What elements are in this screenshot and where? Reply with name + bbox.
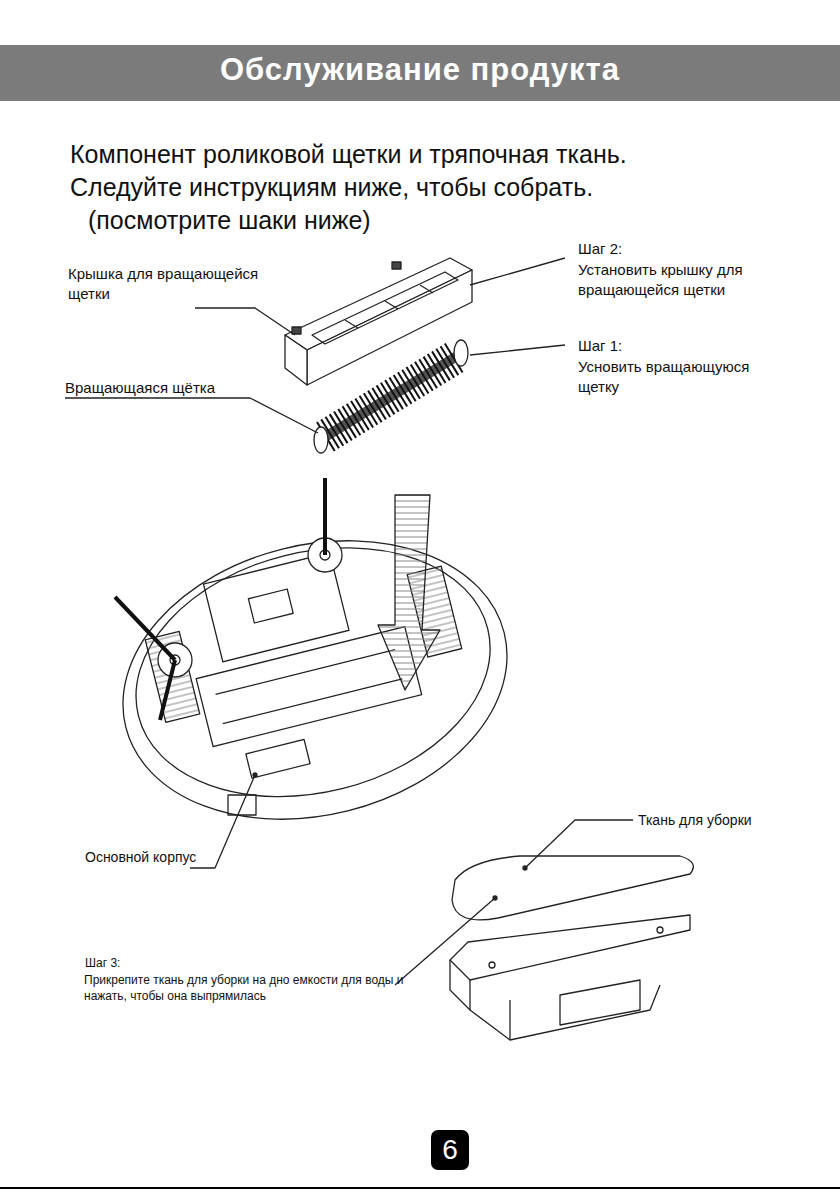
part-name: Крышка для вращающейся щетки xyxy=(68,264,273,305)
intro-heading: (посмотрите шаки ниже) xyxy=(88,204,371,238)
step-text: Усновить вращающуюся щетку xyxy=(578,357,793,398)
step-text: Установить крышку для вращающейся щетки xyxy=(578,260,793,301)
step-text: Прикрепите ткань для уборки на дно емкос… xyxy=(84,972,404,1004)
step-number: Шаг 1: xyxy=(578,336,622,356)
step-number: Шаг 3: xyxy=(85,955,120,971)
page-title: Обслуживание продукта xyxy=(0,49,840,91)
part-name: Ткань для уборки xyxy=(638,811,752,830)
part-name: Вращающаяся щётка xyxy=(65,378,215,398)
part-name: Основной корпус xyxy=(85,848,196,867)
intro-heading: Следуйте инструкциям ниже, чтобы собрать… xyxy=(70,171,593,205)
page-number: 6 xyxy=(442,1134,458,1166)
page-number-box: 6 xyxy=(431,1130,469,1170)
intro-heading: Компонент роликовой щетки и тряпочная тк… xyxy=(70,138,627,172)
step-number: Шаг 2: xyxy=(578,239,622,259)
